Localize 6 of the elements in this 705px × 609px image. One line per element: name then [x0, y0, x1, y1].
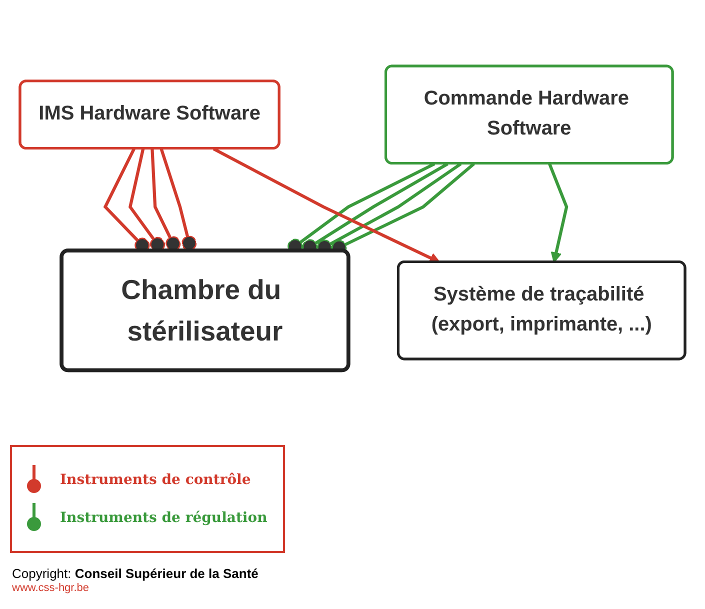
web-address: www.css-hgr.be [12, 582, 90, 594]
legend-text: Instruments de régulation [60, 510, 268, 526]
legend-text: Instruments de contrôle [60, 472, 251, 488]
arrow [548, 163, 568, 263]
arrow [212, 147, 440, 263]
copyright-note: Copyright: Conseil Supérieur de la Santé [12, 566, 258, 581]
